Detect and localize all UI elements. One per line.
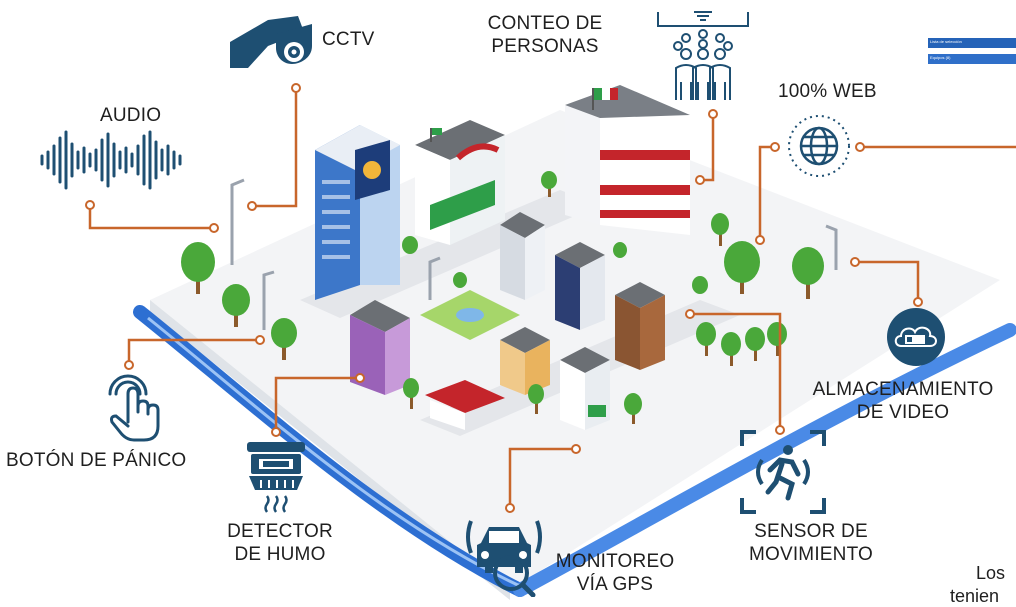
panel-row-2[interactable]: Equipos (8) [928, 54, 1016, 64]
panel-row-1[interactable]: Lista de selección [928, 38, 1016, 48]
label-sensor-line1: SENSOR DE [754, 521, 868, 542]
government-building [415, 120, 505, 245]
label-conteo-line2: PERSONAS [491, 36, 599, 57]
cut-text-line1: Los [976, 563, 1006, 583]
label-gps-line1: MONITOREO [555, 551, 675, 572]
label-gps-line2: VÍA GPS [576, 574, 654, 595]
label-web: 100% WEB [778, 81, 877, 102]
audio-waveform-icon [40, 130, 182, 190]
label-audio: AUDIO [100, 105, 162, 126]
label-humo-line2: DE HUMO [234, 544, 326, 565]
label-almacen-line2: DE VIDEO [856, 402, 950, 423]
connector-dots [85, 83, 923, 513]
motion-sensor-icon [740, 430, 826, 514]
smoke-detector-icon [247, 442, 305, 513]
trees [181, 171, 824, 424]
label-boton-panico: BOTÓN DE PÁNICO [6, 450, 187, 471]
side-panel-fragment: Lista de selección Equipos (8) [928, 38, 1016, 94]
plaza [420, 290, 520, 340]
panic-button-hand-icon [108, 374, 160, 442]
label-detector-humo: DETECTOR DE HUMO [200, 520, 360, 566]
label-conteo-personas: CONTEO DE PERSONAS [470, 12, 620, 58]
red-building [565, 85, 690, 235]
globe-web-icon [788, 115, 850, 177]
label-monitoreo-gps: MONITOREO VÍA GPS [540, 550, 690, 596]
panel-spacer [928, 48, 1016, 54]
gps-car-icon [466, 520, 542, 597]
label-almacen-line1: ALMACENAMIENTO [812, 379, 994, 400]
label-sensor-line2: MOVIMIENTO [748, 544, 874, 565]
cctv-camera-icon [230, 16, 312, 68]
label-sensor-movimiento: SENSOR DE MOVIMIENTO [726, 520, 896, 566]
blue-tower [315, 125, 400, 300]
cut-text-line2: tenien [950, 586, 1000, 606]
label-almacenamiento: ALMACENAMIENTO DE VIDEO [790, 378, 1016, 424]
label-humo-line1: DETECTOR [227, 521, 333, 542]
label-conteo-line1: CONTEO DE [487, 13, 603, 34]
label-cctv: CCTV [322, 29, 375, 50]
people-counting-icon [657, 11, 749, 100]
cloud-video-storage-icon [887, 308, 945, 366]
street-lamps [230, 178, 838, 330]
